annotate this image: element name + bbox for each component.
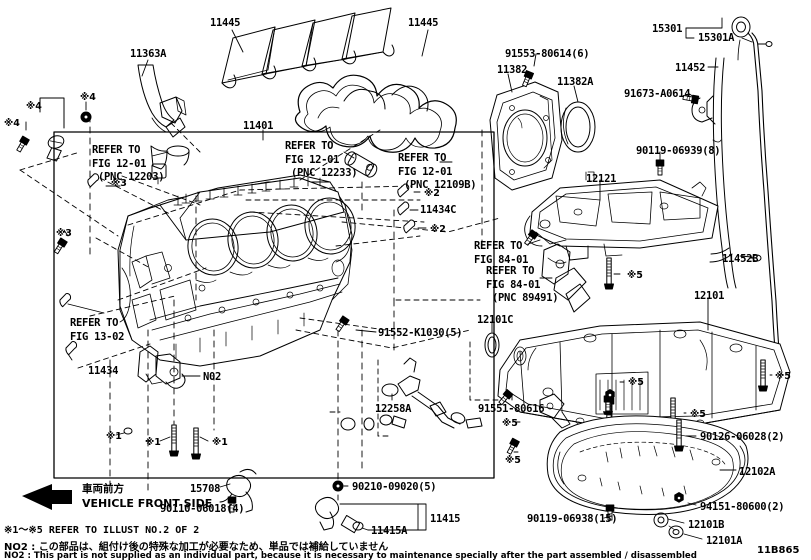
part-label-90110060184[interactable]: 90110-06018(4) [160,503,245,515]
asterisk-mark-m-4-c: ※4 [80,92,96,103]
refer-to-line: FIG 12-01 [92,157,147,170]
asterisk-mark-m-1-b: ※1 [145,437,161,448]
refer-to-line: (PNC 89491) [492,292,559,304]
part-label-11434[interactable]: 11434 [88,365,119,377]
asterisk-mark-m-5-f: ※5 [505,455,521,466]
part-label-11445[interactable]: 11445 [408,17,439,29]
part-label-90126060282[interactable]: 90126-06028(2) [700,431,785,443]
part-label-15708[interactable]: 15708 [190,483,221,495]
part-label-11415[interactable]: 11415 [430,513,461,525]
part-label-11415a[interactable]: 11415A [371,525,408,537]
asterisk-mark-m-1-a: ※1 [106,431,122,442]
illust-reference-note: ※1～※5 REFER TO ILLUST NO.2 OF 2 [4,525,200,536]
part-label-11401[interactable]: 11401 [243,120,274,132]
refer-to-line: (PNC 12203) [98,171,165,183]
part-label-90210090205[interactable]: 90210-09020(5) [352,481,437,493]
part-label-11382[interactable]: 11382 [497,64,528,76]
refer-to-line: FIG 12-01 [285,153,340,166]
part-label-11363a[interactable]: 11363A [130,48,167,60]
diagram-code: 11B865 [757,545,800,556]
part-label-91553806146[interactable]: 91553-80614(6) [505,48,590,60]
part-label-11452b[interactable]: 11452B [722,253,759,265]
part-label-9155180616[interactable]: 91551-80616 [478,403,545,415]
part-label-12258a[interactable]: 12258A [375,403,412,415]
part-label-901190693815[interactable]: 90119-06938(15) [527,513,618,525]
asterisk-mark-m-4-a: ※4 [26,101,42,112]
asterisk-mark-m-2-a: ※2 [424,188,440,199]
asterisk-mark-m-5-e: ※5 [502,418,518,429]
asterisk-mark-m-5-c: ※5 [628,377,644,388]
refer-to-line: FIG 12-01 [398,165,453,178]
part-label-n02[interactable]: N02 [203,371,222,383]
part-label-94151806002[interactable]: 94151-80600(2) [700,501,785,513]
asterisk-mark-m-5-b: ※5 [775,371,791,382]
part-label-12101[interactable]: 12101 [694,290,725,302]
part-label-12102a[interactable]: 12102A [739,466,776,478]
part-label-12101b[interactable]: 12101B [688,519,725,531]
refer-to-line: REFER TO [486,265,535,277]
part-label-12101a[interactable]: 12101A [706,535,743,547]
asterisk-mark-m-4-b: ※4 [4,118,20,129]
part-label-91552k10305[interactable]: 91552-K1030(5) [378,327,463,339]
part-label-15301[interactable]: 15301 [652,23,683,35]
asterisk-mark-m-5-a: ※5 [627,270,643,281]
part-label-11452[interactable]: 11452 [675,62,706,74]
asterisk-mark-m-3-a: ※3 [111,178,127,189]
footnote-jp: NO2 : この部品は、組付け後の特殊な加工が必要なため、単品では補給していませ… [4,542,389,553]
asterisk-mark-m-2-b: ※2 [430,224,446,235]
refer-to-line: REFER TO [474,240,523,252]
refer-to-line: REFER TO [285,140,334,152]
part-label-12121[interactable]: 12121 [586,173,617,185]
asterisk-mark-m-1-c: ※1 [212,437,228,448]
refer-to-line: FIG 84-01 [486,278,541,291]
refer-to-line: (PNC 12109B) [404,179,477,191]
part-label-11445[interactable]: 11445 [210,17,241,29]
refer-to-line: REFER TO [70,317,119,329]
part-label-90119069398[interactable]: 90119-06939(8) [636,145,721,157]
vehicle-front-en: VEHICLE FRONT SIDE [82,497,213,510]
footnote-en: NO2 : This part is not supplied as an in… [4,551,697,560]
asterisk-mark-m-5-d: ※5 [690,409,706,420]
part-label-15301a[interactable]: 15301A [698,32,735,44]
vehicle-front-jp: 車両前方 [82,483,124,495]
part-label-91673a0614[interactable]: 91673-A0614 [624,88,691,100]
part-label-11434c[interactable]: 11434C [420,204,457,216]
refer-to-line: REFER TO [398,152,447,164]
refer-to-line: FIG 13-02 [70,330,125,343]
asterisk-mark-m-3-b: ※3 [56,228,72,239]
refer-to-line: FIG 84-01 [474,253,529,266]
part-label-11382a[interactable]: 11382A [557,76,594,88]
part-label-12101c[interactable]: 12101C [477,314,514,326]
refer-to-line: REFER TO [92,144,141,156]
refer-to-line: (PNC 12233) [291,167,358,179]
